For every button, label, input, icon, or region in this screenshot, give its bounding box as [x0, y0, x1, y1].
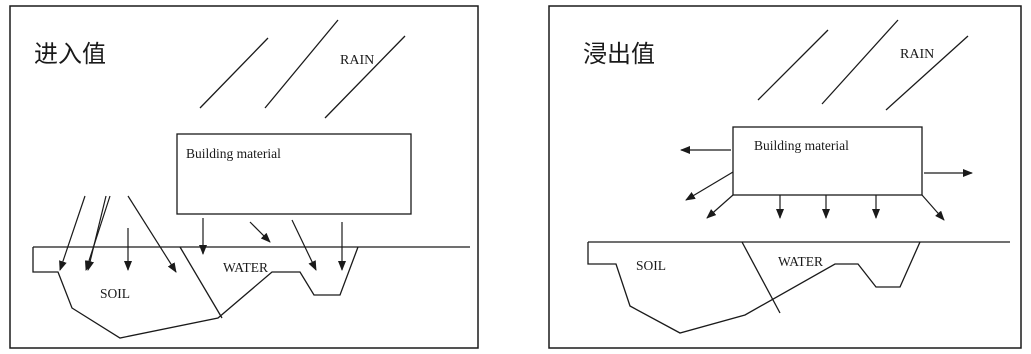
panel-frame: [548, 5, 1022, 349]
building-material-label: Building material: [754, 138, 849, 153]
ground-outline: [32, 246, 470, 339]
rain-label: RAIN: [900, 47, 934, 62]
deposition-arrows: [59, 195, 346, 273]
water-label: WATER: [223, 260, 268, 275]
panel-frame: [9, 5, 479, 349]
leaching-arrows: [680, 146, 973, 221]
input-arrow: [291, 219, 317, 271]
output-arrow: [921, 194, 945, 221]
rain-streaks: [757, 19, 969, 111]
output-arrow: [706, 194, 734, 219]
input-arrow: [86, 195, 107, 271]
rain-streaks: [199, 19, 406, 119]
input-arrow: [59, 195, 86, 271]
input-arrow: [249, 221, 271, 243]
building-material-box: [732, 126, 923, 196]
building-material-box: [176, 133, 412, 215]
output-arrow: [685, 171, 734, 201]
soil-label: SOIL: [100, 286, 130, 301]
input-arrow: [127, 195, 177, 273]
water-label: WATER: [778, 254, 823, 269]
panel-input-values: 进入值 RAIN Building material SOIL WATER: [9, 5, 479, 349]
soil-label: SOIL: [636, 258, 666, 273]
panel-title: 浸出值: [583, 40, 655, 68]
input-arrow: [84, 195, 111, 271]
rain-label: RAIN: [340, 53, 374, 68]
building-material-label: Building material: [186, 146, 281, 161]
panel-leaching-values: 浸出值 RAIN Building material SOIL WATER: [548, 5, 1022, 349]
panel-title: 进入值: [34, 40, 106, 68]
ground-outline: [587, 241, 1010, 334]
